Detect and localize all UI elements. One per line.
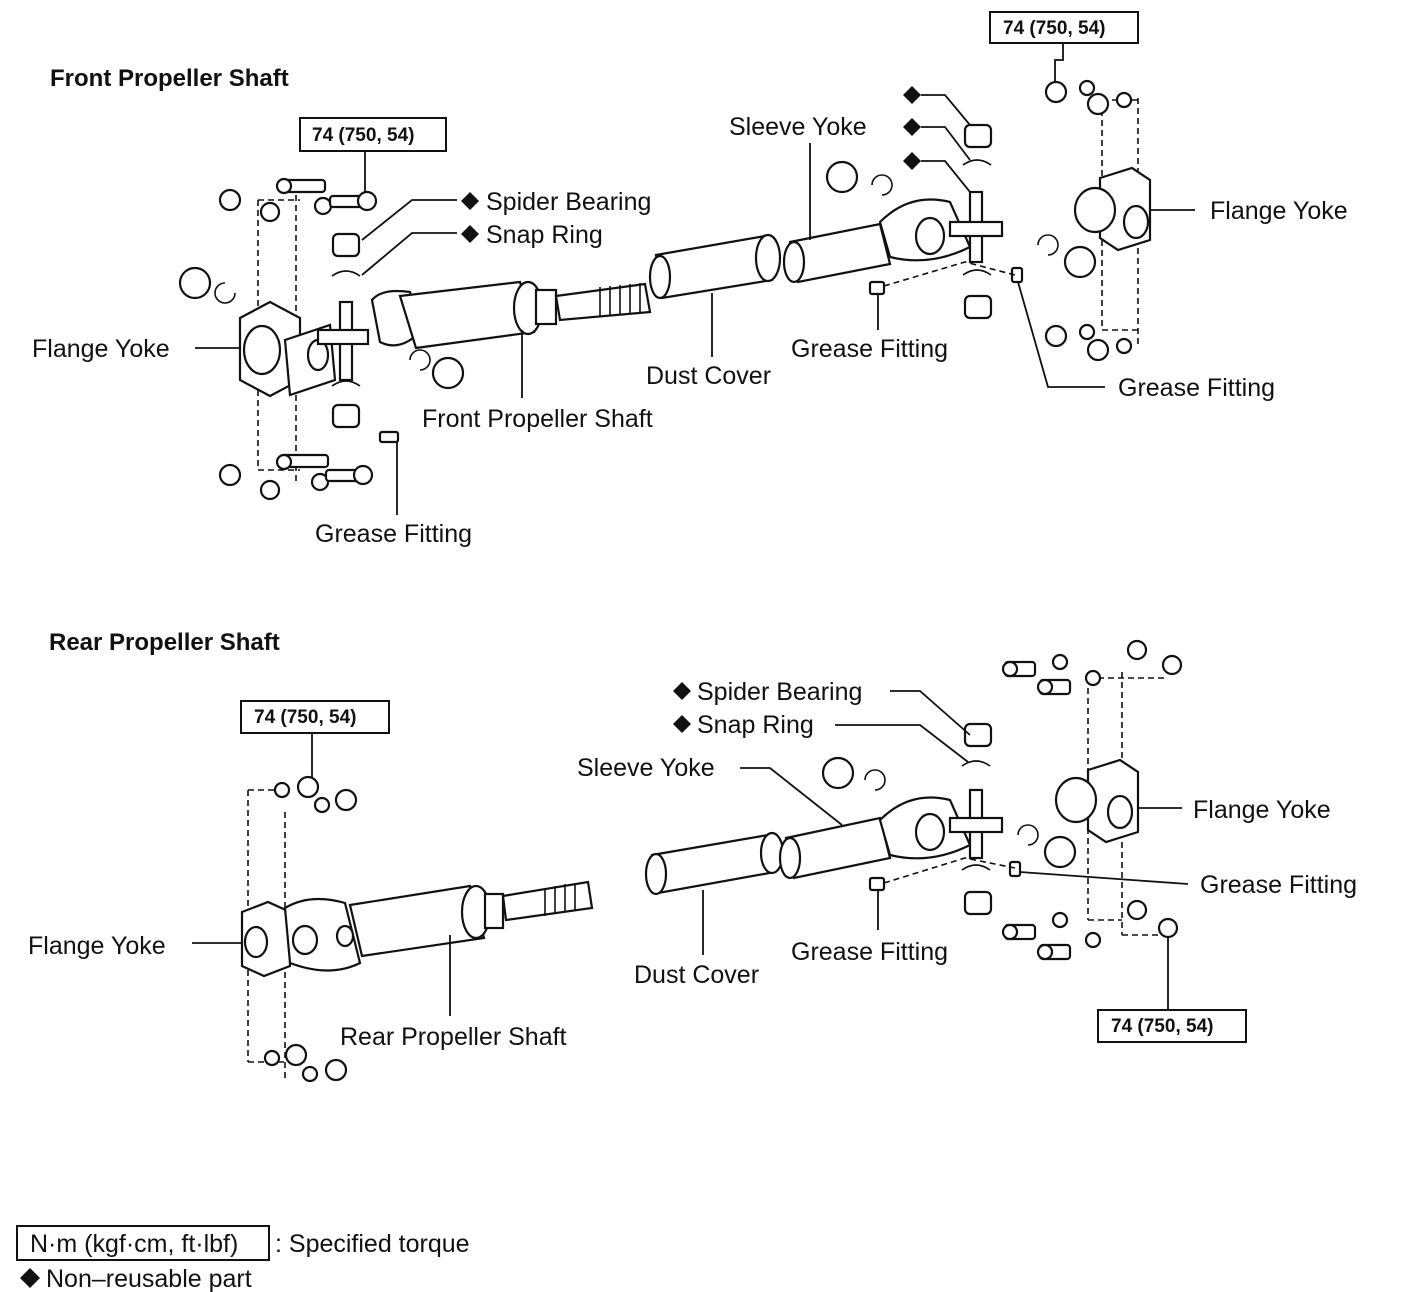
rear-torque-left: 74 (750, 54) [254,707,356,728]
legend: N·m (kgf·cm, ft·lbf) : Specified torque … [16,1225,470,1292]
rear-right-flange-yoke [1001,639,1183,961]
front-torque-box-left [299,117,447,152]
front-right-bearing-black-diamond-icon [903,86,921,104]
rear-grease-fitting-right-leader [1019,871,1189,885]
front-snap-ring-black-diamond-icon [461,225,479,243]
front-spider-bearing-leader [361,199,457,241]
rear-snap-ring-leader [835,724,969,763]
front-flange-yoke-left-label: Flange Yoke [32,335,170,363]
front-left-spider [178,232,465,444]
rear-sleeve-yoke-label: Sleeve Yoke [577,754,715,782]
front-torque-left: 74 (750, 54) [312,125,414,146]
front-right-bearing-leader [921,94,971,126]
front-grease-fitting-right-leader [1017,281,1105,388]
rear-snap-ring-label: Snap Ring [697,711,814,739]
legend-torque-desc: : Specified torque [275,1230,470,1258]
front-flange-yoke-right-label: Flange Yoke [1210,197,1348,225]
rear-grease-fitting-mid-label: Grease Fitting [791,938,948,966]
front-torque-right: 74 (750, 54) [1003,18,1105,39]
rear-propeller-shaft-body [348,880,594,958]
rear-propeller-shaft-label: Rear Propeller Shaft [340,1023,567,1051]
rear-snap-ring-black-diamond-icon [673,715,691,733]
rear-flange-yoke-left-label: Flange Yoke [28,932,166,960]
front-propeller-shaft-label: Front Propeller Shaft [422,405,653,433]
front-right-flange-yoke [1044,79,1152,362]
rear-spider-bearing-leader [890,690,971,736]
front-left-fasteners [218,177,378,501]
rear-section-title: Rear Propeller Shaft [49,629,280,656]
front-right-snap-ring-black-diamond-icon [903,118,921,136]
front-section-title: Front Propeller Shaft [50,65,289,92]
legend-black-diamond-icon [20,1268,40,1288]
front-propeller-shaft-section: Front Propeller Shaft 74 (750, 54) [32,11,1348,548]
front-sleeve-yoke-label: Sleeve Yoke [729,113,867,141]
rear-right-spider [821,722,1077,916]
rear-grease-fitting-right-label: Grease Fitting [1200,871,1357,899]
front-sleeve-yoke [782,198,972,284]
rear-torque-right: 74 (750, 54) [1111,1016,1213,1037]
legend-torque-box [16,1225,270,1261]
rear-left-flange-yoke [240,897,362,978]
rear-propeller-shaft-section: Rear Propeller Shaft 74 (750, 54) Flange… [28,629,1357,1083]
rear-dust-cover-label: Dust Cover [634,961,759,989]
legend-torque-unit: N·m (kgf·cm, ft·lbf) [30,1230,238,1258]
legend-nonreusable: Non–reusable part [46,1265,252,1292]
front-right-spider-leader [921,160,971,193]
front-right-spider [825,123,1097,320]
front-snap-ring-leader [361,232,457,276]
front-grease-fitting-right-label: Grease Fitting [1118,374,1275,402]
front-dust-cover-label: Dust Cover [646,362,771,390]
front-right-snap-ring-leader [921,126,971,161]
front-grease-fitting-bottom-label: Grease Fitting [315,520,472,548]
rear-torque-box-left [240,700,390,734]
rear-flange-yoke-right-label: Flange Yoke [1193,796,1331,824]
front-propeller-shaft-body [370,280,652,350]
rear-sleeve-yoke [778,796,972,880]
front-grease-fitting-mid-label: Grease Fitting [791,335,948,363]
rear-dust-cover [644,831,785,896]
front-snap-ring-label: Snap Ring [486,221,603,249]
rear-spider-bearing-label: Spider Bearing [697,678,862,706]
rear-torque-box-right [1097,1009,1247,1043]
front-spider-bearing-label: Spider Bearing [486,188,651,216]
front-dust-cover [648,233,782,300]
rear-sleeve-yoke-leader [740,767,843,826]
front-torque-right-leader [1054,43,1064,82]
front-left-flange-yoke [238,300,337,398]
rear-spider-bearing-black-diamond-icon [673,682,691,700]
front-spider-bearing-black-diamond-icon [461,192,479,210]
front-right-spider-black-diamond-icon [903,152,921,170]
front-torque-box-right [989,11,1139,44]
